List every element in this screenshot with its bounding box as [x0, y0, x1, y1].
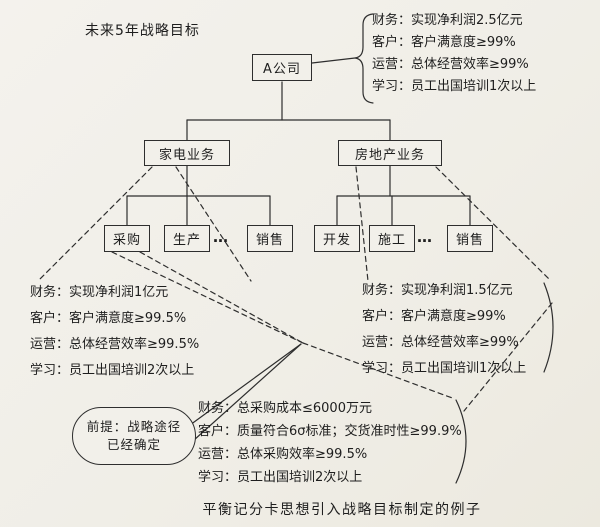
- scorecard-line-operations: 运营：总体经营效率≥99.5%: [30, 337, 200, 352]
- node-company-a: A公司: [252, 54, 312, 81]
- node-division-realestate: 房地产业务: [338, 140, 442, 166]
- premise-callout: 前提：战略途径 已经确定: [72, 407, 196, 465]
- scorecard-company: 财务：实现净利润2.5亿元 客户：客户满意度≥99% 运营：总体经营效率≥99%…: [372, 10, 536, 98]
- scorecard-line-learning: 学习：员工出国培训1次以上: [372, 79, 537, 94]
- node-sales-realestate: 销售: [447, 225, 493, 252]
- dashed-leader-junction-to-bottom: [302, 342, 456, 400]
- premise-callout-tail-top: [189, 343, 302, 426]
- scorecard-realestate: 财务：实现净利润1.5亿元 客户：客户满意度≥99% 运营：总体经营效率≥99%…: [362, 278, 526, 382]
- scorecard-line-learning: 学习：员工出国培训2次以上: [198, 470, 363, 485]
- company-scorecard-pointer: [311, 57, 356, 64]
- dashed-leader-appliance-right: [175, 166, 252, 282]
- node-sales-appliance: 销售: [247, 225, 293, 252]
- ellipsis-realestate: …: [417, 228, 434, 246]
- scorecard-line-customer: 客户：质量符合6σ标准；交货准时性≥99.9%: [198, 424, 462, 439]
- realestate-scorecard-brace: [543, 282, 554, 373]
- dashed-leader-procurement-b: [139, 251, 304, 344]
- scorecard-line-customer: 客户：客户满意度≥99%: [362, 309, 506, 324]
- scorecard-line-operations: 运营：总体经营效率≥99%: [372, 57, 529, 72]
- scorecard-line-customer: 客户：客户满意度≥99.5%: [30, 311, 187, 326]
- scorecard-line-learning: 学习：员工出国培训1次以上: [362, 361, 527, 376]
- dashed-leader-realestate-right: [435, 166, 552, 282]
- node-construction: 施工: [369, 225, 415, 252]
- scorecard-line-operations: 运营：总体经营效率≥99%: [362, 335, 519, 350]
- diagram-title-note: 未来5年战略目标: [85, 23, 200, 39]
- dashed-leader-procurement-a: [111, 251, 304, 344]
- scorecard-line-finance: 财务：实现净利润1.5亿元: [362, 283, 513, 298]
- scorecard-line-finance: 财务：实现净利润2.5亿元: [372, 13, 523, 28]
- dashed-leader-realestate-left: [355, 166, 369, 282]
- node-production: 生产: [164, 225, 210, 252]
- scorecard-procurement: 财务：总采购成本≤6000万元 客户：质量符合6σ标准；交货准时性≥99.9% …: [198, 397, 462, 489]
- premise-callout-tail-bottom: [183, 343, 302, 450]
- scorecard-appliance: 财务：实现净利润1亿元 客户：客户满意度≥99.5% 运营：总体经营效率≥99.…: [30, 280, 199, 384]
- dashed-leader-right-to-bottom: [463, 302, 553, 412]
- ellipsis-appliance: …: [213, 228, 230, 246]
- scorecard-line-learning: 学习：员工出国培训2次以上: [30, 363, 195, 378]
- node-procurement: 采购: [104, 225, 150, 252]
- premise-callout-line2: 已经确定: [106, 437, 161, 452]
- scorecard-line-operations: 运营：总体采购效率≥99.5%: [198, 447, 368, 462]
- procurement-scorecard-brace: [455, 399, 467, 484]
- diagram-caption: 平衡记分卡思想引入战略目标制定的例子: [202, 502, 482, 518]
- company-scorecard-brace: [354, 13, 374, 104]
- scorecard-line-finance: 财务：实现净利润1亿元: [30, 285, 169, 300]
- scorecard-line-finance: 财务：总采购成本≤6000万元: [198, 401, 372, 416]
- scorecard-line-customer: 客户：客户满意度≥99%: [372, 35, 516, 50]
- node-development: 开发: [314, 225, 360, 252]
- node-division-appliance: 家电业务: [144, 140, 230, 166]
- premise-callout-line1: 前提：战略途径: [86, 419, 182, 434]
- dashed-leader-appliance-left: [37, 166, 153, 282]
